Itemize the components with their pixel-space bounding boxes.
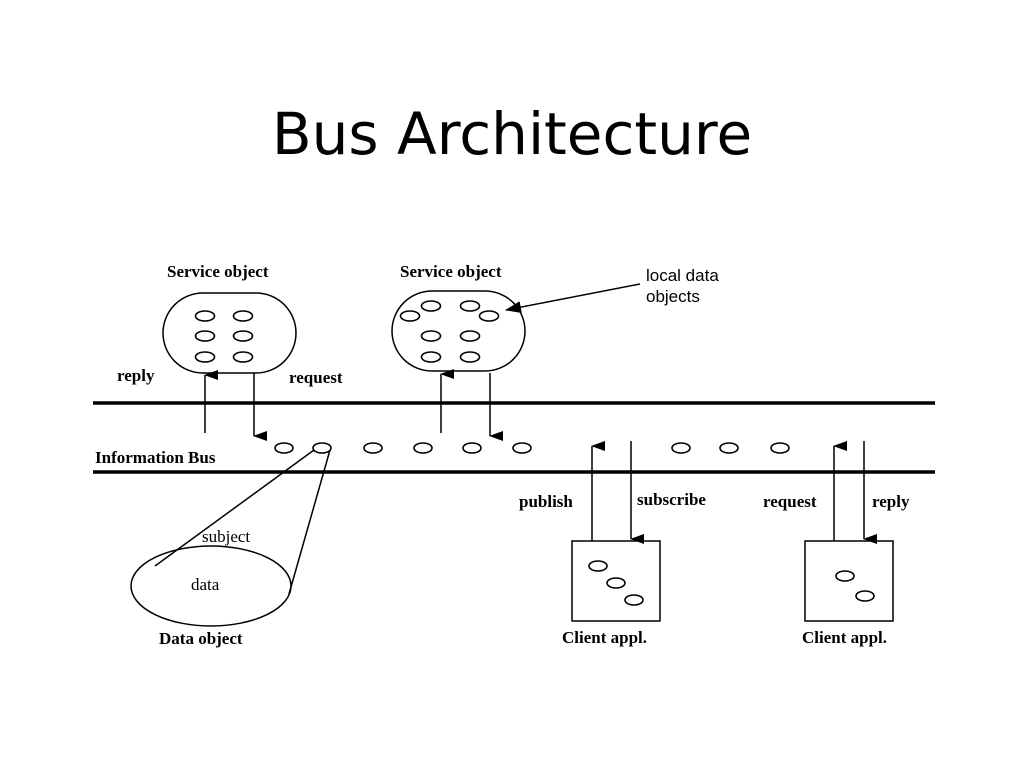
local-data-object <box>624 594 644 606</box>
bus-message <box>462 442 482 454</box>
data-label: data <box>191 575 220 594</box>
data-object-label: Data object <box>159 629 243 648</box>
local-data-object <box>459 300 481 312</box>
local-data-object <box>420 300 442 312</box>
bus-message <box>512 442 532 454</box>
local-data-object <box>194 330 216 342</box>
data-object-cone-right <box>288 449 331 595</box>
client-application-1-label: Client appl. <box>562 628 647 647</box>
local-data-object <box>459 330 481 342</box>
local-data-pointer-arrow <box>505 283 641 314</box>
bus-messages <box>274 442 790 454</box>
bus-message <box>363 442 383 454</box>
reply-label-left: reply <box>117 366 155 385</box>
bus-message <box>413 442 433 454</box>
local-data-label-line1: local data <box>646 266 719 285</box>
bus-message <box>719 442 739 454</box>
bus-message <box>770 442 790 454</box>
local-data-object <box>588 560 608 572</box>
service-object-2-label: Service object <box>400 262 502 281</box>
data-object-cone-left <box>154 449 315 567</box>
local-data-label-line2: objects <box>646 287 700 306</box>
bus-message <box>671 442 691 454</box>
local-data-object <box>232 351 254 363</box>
service-object-1 <box>162 292 297 374</box>
information-bus-label: Information Bus <box>95 448 216 467</box>
subscribe-label: subscribe <box>637 490 706 509</box>
bus-message <box>274 442 294 454</box>
bus-message-highlighted <box>312 442 332 454</box>
data-object <box>130 545 292 627</box>
local-data-object <box>232 330 254 342</box>
local-data-object <box>420 330 442 342</box>
service-object-2-local-objects <box>399 300 500 363</box>
request-label-right: request <box>763 492 817 511</box>
client-application-2-label: Client appl. <box>802 628 887 647</box>
subject-label: subject <box>202 527 250 546</box>
slide-title: Bus Architecture <box>271 100 753 168</box>
reply-label-right: reply <box>872 492 910 511</box>
publish-label: publish <box>519 492 573 511</box>
local-data-object <box>855 590 875 602</box>
local-data-object <box>606 577 626 589</box>
local-data-object <box>835 570 855 582</box>
local-data-object <box>399 310 421 322</box>
client-application-2 <box>804 540 894 622</box>
service-object-2 <box>391 290 526 372</box>
local-data-object <box>420 351 442 363</box>
local-data-object <box>194 351 216 363</box>
service-object-1-local-objects <box>194 310 254 363</box>
local-data-object <box>478 310 500 322</box>
local-data-object <box>194 310 216 322</box>
client-application-1 <box>571 540 661 622</box>
local-data-object <box>459 351 481 363</box>
local-data-object <box>232 310 254 322</box>
service-object-1-label: Service object <box>167 262 269 281</box>
request-label-left: request <box>289 368 343 387</box>
